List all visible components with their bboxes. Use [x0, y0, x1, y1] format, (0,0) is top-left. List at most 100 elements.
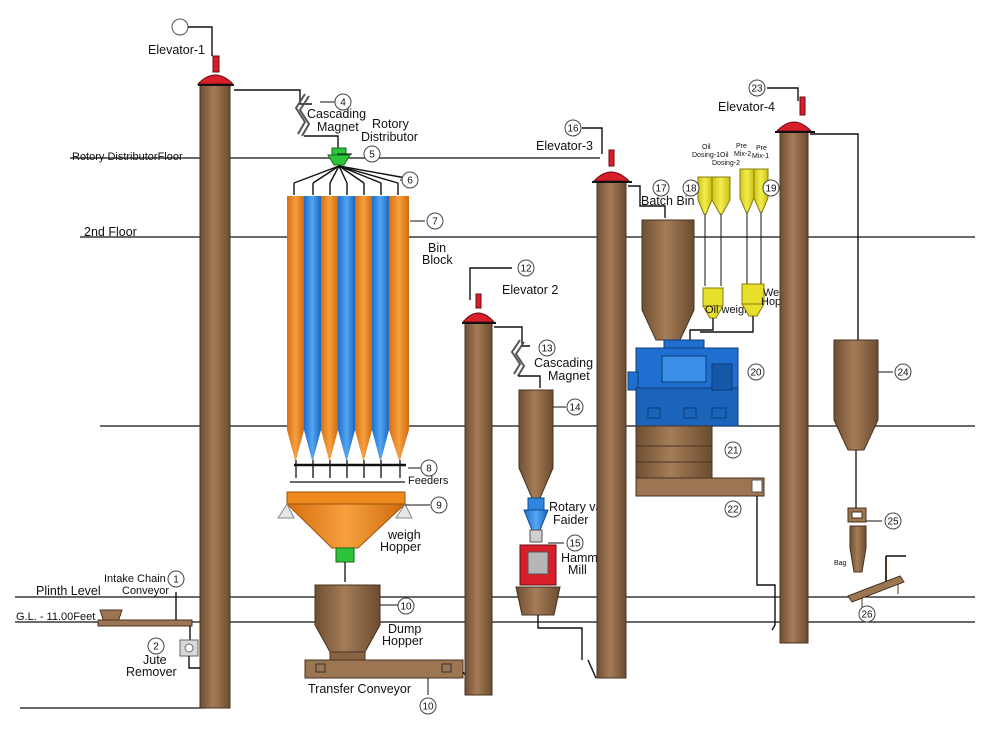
rotory-distributor — [327, 154, 351, 166]
dump-hopper-label-a: Dump — [388, 622, 421, 636]
feeders — [290, 460, 406, 483]
callout-circle — [538, 339, 556, 357]
feeders-label: Feeders — [408, 475, 449, 487]
callout-number: 18 — [685, 184, 697, 195]
callout-circle — [894, 363, 912, 381]
oil-dosing-bins — [697, 176, 731, 319]
callout-number: 14 — [569, 403, 581, 414]
callout-number: 9 — [436, 501, 442, 512]
transfer-conveyor-label: Transfer Conveyor — [308, 682, 411, 696]
elevator-2 — [461, 293, 496, 696]
bin-block — [287, 196, 409, 460]
callout-circle — [167, 570, 185, 588]
callout-circle — [426, 212, 444, 230]
distributor-spouts — [293, 165, 407, 195]
weigh-hopper-label-a: weigh — [387, 528, 421, 542]
cascading-magnet-2-label-b: Magnet — [548, 369, 590, 383]
cascading-magnet-2-icon — [510, 339, 522, 375]
cascading-magnet-1-label-a: Cascading — [307, 107, 366, 121]
callout-circle — [566, 398, 584, 416]
intake-chain-label-b: Conveyor — [122, 585, 169, 597]
callout-number: 22 — [727, 505, 739, 516]
weigh-hopper — [277, 491, 413, 582]
dump-hopper-label-b: Hopper — [382, 634, 423, 648]
callout-number: 4 — [340, 98, 346, 109]
callout-circle — [334, 93, 352, 111]
oil-dosing-1-label-b: Dosing-1 — [692, 152, 720, 159]
bag-conveyor — [847, 555, 906, 610]
callout-number: 26 — [861, 610, 873, 621]
bagging-machine — [847, 507, 867, 573]
elevator-3-label: Elevator-3 — [536, 139, 593, 153]
callout-number: 19 — [765, 184, 777, 195]
elevator-2-label: Elevator 2 — [502, 283, 558, 297]
pre-mix-1-label-a: Pre — [756, 145, 767, 152]
callout-circle — [724, 441, 742, 459]
callout-number: 15 — [569, 539, 581, 550]
callout-number: 8 — [426, 464, 432, 475]
callout-circle — [420, 459, 438, 477]
rotory-distributor-label-a: Rotory — [372, 117, 410, 131]
pre-mix-bins — [739, 168, 769, 317]
oil-weigh-label: Oil weigh — [705, 304, 750, 316]
weigh-hopper-label-b: Hopper — [380, 540, 421, 554]
callout-number: 7 — [432, 217, 438, 228]
mixer — [627, 339, 739, 427]
second-floor-label: 2nd Floor — [84, 225, 137, 239]
callout-circle — [397, 597, 415, 615]
plinth-level-label: Plinth Level — [36, 584, 101, 598]
rotary-van-feeder-label-a: Rotary van — [549, 500, 609, 514]
callout-circle — [747, 363, 765, 381]
cascading-magnet-2-label-a: Cascading — [534, 356, 593, 370]
oil-dosing-2-label-a: Oil — [720, 152, 729, 159]
callout-number: 16 — [567, 124, 579, 135]
callout-circle — [517, 259, 535, 277]
pre-mix-1-label-b: Mix-1 — [752, 153, 769, 160]
pre-mix-2-label-b: Mix-2 — [734, 151, 751, 158]
oil-dosing-2-label-b: Dosing-2 — [712, 160, 740, 167]
callout-circle — [430, 496, 448, 514]
mixer-surge-hopper — [635, 425, 776, 631]
ground-level-label: G.L. - 11.00Feet — [16, 611, 95, 623]
callout-number: 23 — [751, 84, 763, 95]
callout-circle — [566, 534, 584, 552]
batch-bin — [641, 219, 695, 341]
callout-number: 21 — [727, 446, 739, 457]
oil-dosing-1-label-a: Oil — [702, 144, 711, 151]
intake-point-icon — [171, 18, 189, 36]
callout-circle — [652, 179, 670, 197]
callout-number: 24 — [897, 368, 909, 379]
rotory-distributor-floor-label: Rotory DistributorFloor — [72, 151, 183, 163]
hammer-mill — [515, 529, 583, 660]
callout-circle — [564, 119, 582, 137]
callout-number: 2 — [153, 642, 159, 653]
callout-number: 25 — [887, 517, 899, 528]
rotary-van-feeder-label-b: Faider — [553, 513, 588, 527]
rotory-distributor-label-b: Distributor — [361, 130, 418, 144]
bin-block-label-a: Bin — [428, 241, 446, 255]
transfer-conveyor — [304, 659, 477, 695]
bin-block-label-b: Block — [422, 253, 453, 267]
callout-number: 10 — [400, 602, 412, 613]
elevator-1 — [196, 55, 235, 709]
dump-hopper — [314, 584, 381, 661]
finished-product-bin — [833, 339, 879, 451]
elevator-4 — [775, 96, 815, 644]
hammer-mill-label-b: Mill — [568, 563, 587, 577]
callout-circle — [419, 697, 437, 715]
cascading-magnet-1-icon — [294, 93, 307, 135]
batch-bin-label: Batch Bin — [641, 194, 695, 208]
bag-label: Bag — [834, 560, 847, 567]
intake-chain-label-a: Intake Chain — [104, 573, 166, 585]
callout-number: 20 — [750, 368, 762, 379]
callout-circle — [147, 637, 165, 655]
cascading-magnet-1-label-b: Magnet — [317, 120, 359, 134]
elevator-1-label: Elevator-1 — [148, 43, 205, 57]
intake-chain-conveyor — [97, 592, 193, 640]
jute-remover-label-a: Jute — [143, 653, 167, 667]
callout-circle — [401, 171, 419, 189]
elevator-4-label: Elevator-4 — [718, 100, 775, 114]
callout-number: 1 — [173, 575, 179, 586]
